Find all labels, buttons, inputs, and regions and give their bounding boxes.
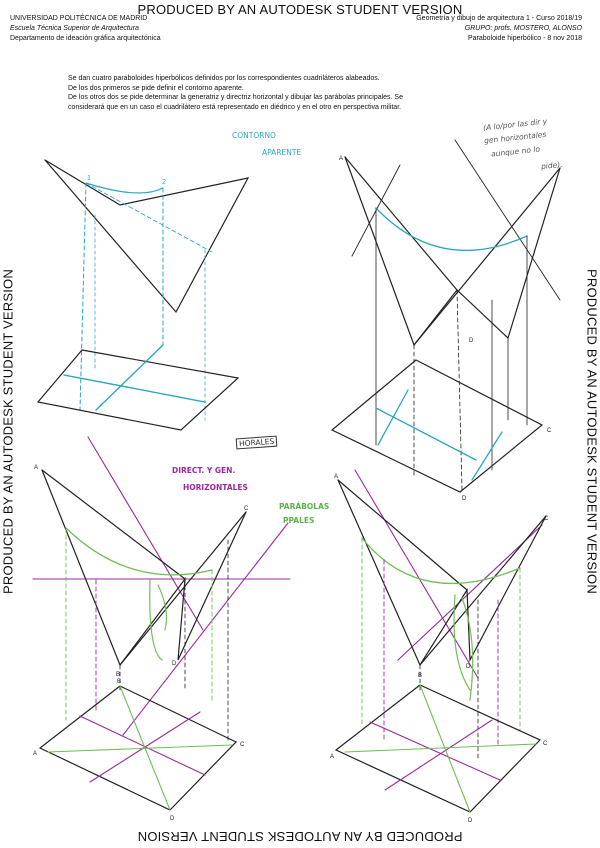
annotation-parabolas: PARÁBOLAS <box>279 502 330 511</box>
statement-line: De los otros dos se pide determinar la g… <box>68 94 403 101</box>
group-name: GRUPO: profs. MOSTERO, ALONSO <box>464 25 582 32</box>
statement-line: considerará que en un caso el cuadriláte… <box>68 103 402 111</box>
point-label-a: A <box>334 474 338 480</box>
figure-bottom-right: A C B D A C D <box>330 469 549 824</box>
statement-line: Se dan cuatro paraboloides hiperbólicos … <box>68 75 380 82</box>
annotation-contorno: CONTORNO <box>232 131 276 140</box>
point-label-d: D <box>462 496 467 502</box>
course-name: Geometría y dibujo de arquitectura 1 - C… <box>416 15 582 22</box>
point-label-a: A <box>330 754 334 760</box>
figure-top-right: A D C D <box>330 139 561 502</box>
point-label-2: 2 <box>162 179 166 186</box>
statement-line: De los dos primeros se pide definir el c… <box>68 84 244 92</box>
point-label-d: D <box>172 661 177 667</box>
point-label-b: B <box>116 672 120 678</box>
point-label-c: C <box>240 742 245 748</box>
point-label-d: D <box>468 818 473 824</box>
problem-statement: Se dan cuatro paraboloides hiperbólicos … <box>68 74 518 112</box>
figure-top-left: 1 2 <box>36 159 250 431</box>
university-name: UNIVERSIDAD POLITÉCNICA DE MADRID <box>10 15 148 22</box>
point-label-b: B <box>117 679 121 685</box>
header-right: Geometría y dibujo de arquitectura 1 - C… <box>416 14 582 44</box>
department-name: Departamento de ideación gráfica arquite… <box>10 35 161 42</box>
header-left: UNIVERSIDAD POLITÉCNICA DE MADRID Escuel… <box>10 14 161 44</box>
school-name: Escuela Técnica Superior de Arquitectura <box>10 25 139 32</box>
annotation-aparente: APARENTE <box>262 148 302 157</box>
annotation-horizontales: HORIZONTALES <box>183 483 248 492</box>
sheet-header: UNIVERSIDAD POLITÉCNICA DE MADRID Escuel… <box>10 14 582 52</box>
point-label-d: D <box>170 816 175 822</box>
point-label-c: C <box>244 506 249 512</box>
point-label-a: A <box>339 156 343 162</box>
watermark-top: PRODUCED BY AN AUTODESK STUDENT VERSION <box>137 2 463 17</box>
point-label-c: C <box>547 428 552 434</box>
topic-name: Paraboloide hiperbólico - 8 nov 2018 <box>467 35 582 42</box>
point-label-a: A <box>33 751 37 757</box>
point-label-d: D <box>466 664 471 670</box>
point-label-a: A <box>34 465 38 471</box>
annotation-direct: DIRECT. Y GEN. <box>172 466 236 475</box>
figure-bottom-left: A C B D B A C D <box>32 436 291 822</box>
point-label-1: 1 <box>87 175 91 182</box>
point-label-d: D <box>469 338 474 344</box>
annotation-ppales: PPALES <box>283 516 315 525</box>
point-label-c: C <box>543 741 548 747</box>
point-label-b: B <box>418 673 422 679</box>
point-label-c: C <box>544 516 549 522</box>
